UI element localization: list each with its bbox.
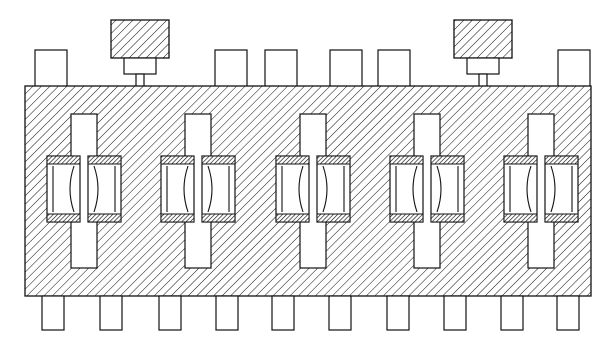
bearing-assembly bbox=[46, 113, 122, 269]
actuator-block bbox=[453, 19, 513, 88]
race-band-bottom bbox=[46, 213, 81, 223]
race-band-top bbox=[503, 155, 538, 165]
race-band-bottom bbox=[201, 213, 236, 223]
race-frame bbox=[46, 155, 81, 223]
bottom-pin bbox=[271, 295, 295, 331]
top-pin bbox=[264, 49, 298, 89]
bearing-assemblies-group bbox=[46, 113, 579, 269]
race-band-bottom bbox=[275, 213, 310, 223]
actuator-group bbox=[110, 19, 513, 88]
top-pin bbox=[34, 49, 68, 89]
race-band-bottom bbox=[389, 213, 424, 223]
bearing-assembly bbox=[389, 113, 465, 269]
race-band-bottom bbox=[87, 213, 122, 223]
race-band-top bbox=[87, 155, 122, 165]
bearing-assembly bbox=[503, 113, 579, 269]
race-band-bottom bbox=[430, 213, 465, 223]
race-curve bbox=[93, 165, 99, 213]
race-curve bbox=[298, 165, 304, 213]
race-left bbox=[503, 155, 538, 223]
bearing-assembly bbox=[275, 113, 351, 269]
race-left bbox=[46, 155, 81, 223]
race-curve bbox=[322, 165, 328, 213]
race-curve bbox=[550, 165, 556, 213]
race-band-top bbox=[316, 155, 351, 165]
actuator-block bbox=[110, 19, 170, 88]
top-pin bbox=[214, 49, 248, 89]
race-right bbox=[430, 155, 465, 223]
bottom-pin bbox=[556, 295, 580, 331]
actuator-stem bbox=[135, 73, 145, 88]
race-band-top bbox=[46, 155, 81, 165]
actuator-head bbox=[453, 19, 513, 59]
race-left bbox=[275, 155, 310, 223]
bottom-pin bbox=[215, 295, 239, 331]
bottom-pin bbox=[328, 295, 352, 331]
race-curve bbox=[436, 165, 442, 213]
race-band-top bbox=[160, 155, 195, 165]
race-frame bbox=[275, 155, 310, 223]
race-frame bbox=[389, 155, 424, 223]
race-frame bbox=[316, 155, 351, 223]
race-frame bbox=[544, 155, 579, 223]
race-band-top bbox=[201, 155, 236, 165]
bottom-pin bbox=[386, 295, 410, 331]
race-band-bottom bbox=[160, 213, 195, 223]
bottom-pin bbox=[41, 295, 65, 331]
race-band-top bbox=[389, 155, 424, 165]
race-curve bbox=[183, 165, 189, 213]
race-frame bbox=[160, 155, 195, 223]
race-band-top bbox=[430, 155, 465, 165]
top-pin bbox=[329, 49, 363, 89]
race-band-bottom bbox=[544, 213, 579, 223]
race-curve bbox=[207, 165, 213, 213]
race-curve bbox=[526, 165, 532, 213]
race-band-bottom bbox=[503, 213, 538, 223]
actuator-collar bbox=[466, 57, 500, 75]
bottom-pin bbox=[443, 295, 467, 331]
race-right bbox=[316, 155, 351, 223]
race-band-bottom bbox=[316, 213, 351, 223]
top-pin bbox=[377, 49, 411, 89]
bottom-pin bbox=[158, 295, 182, 331]
race-curve bbox=[69, 165, 75, 213]
race-right bbox=[544, 155, 579, 223]
race-left bbox=[160, 155, 195, 223]
actuator-head bbox=[110, 19, 170, 59]
bottom-pin bbox=[99, 295, 123, 331]
race-band-top bbox=[544, 155, 579, 165]
actuator-collar bbox=[123, 57, 157, 75]
bottom-pins-group bbox=[41, 295, 580, 331]
top-pin bbox=[557, 49, 591, 89]
race-frame bbox=[430, 155, 465, 223]
race-right bbox=[201, 155, 236, 223]
bottom-pin bbox=[500, 295, 524, 331]
race-left bbox=[389, 155, 424, 223]
race-frame bbox=[87, 155, 122, 223]
top-pins-group bbox=[34, 49, 591, 89]
race-curve bbox=[412, 165, 418, 213]
race-frame bbox=[201, 155, 236, 223]
actuator-stem bbox=[478, 73, 488, 88]
race-band-top bbox=[275, 155, 310, 165]
race-frame bbox=[503, 155, 538, 223]
bearing-assembly bbox=[160, 113, 236, 269]
race-right bbox=[87, 155, 122, 223]
